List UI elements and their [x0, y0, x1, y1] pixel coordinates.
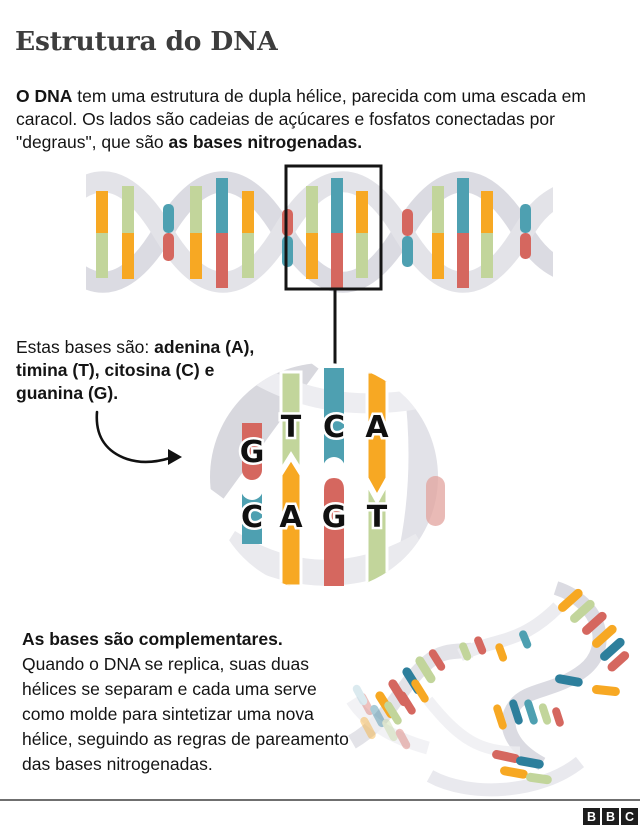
base-letter: G	[322, 500, 347, 535]
bases-paragraph: Estas bases são: adenina (A), timina (T)…	[16, 336, 258, 405]
bbc-logo-block: B	[583, 808, 600, 825]
bbc-logo-block: C	[621, 808, 638, 825]
complementary-bold-lead: As bases são complementares.	[22, 629, 283, 649]
curved-arrow	[95, 410, 182, 465]
base-letter: A	[365, 410, 389, 445]
intro-text: tem uma estrutura de dupla hélice, parec…	[16, 86, 586, 152]
helix-base-pairs	[96, 178, 531, 288]
base-pair-C-G	[323, 368, 345, 586]
intro-paragraph: O DNA tem uma estrutura de dupla hélice,…	[16, 85, 588, 154]
bbc-logo-block: B	[602, 808, 619, 825]
base-pair-G-C	[241, 423, 263, 544]
decoration-bars-middle	[493, 699, 564, 730]
base-pair-T-A	[279, 370, 303, 588]
base-letter: A	[279, 500, 303, 535]
decoration-bars-right	[555, 588, 630, 696]
base-letter: G	[240, 435, 265, 470]
highlight-box	[284, 164, 383, 291]
dna-decoration	[346, 581, 630, 797]
bases-bold: adenina (A), timina (T), citosina (C) e …	[16, 337, 255, 403]
intro-bold-lead: O DNA	[16, 86, 73, 106]
bases-lead: Estas bases são:	[16, 337, 155, 357]
bbc-logo: B B C	[583, 808, 638, 825]
base-letter: T	[367, 500, 388, 535]
decoration-bars-top	[459, 630, 532, 662]
complementary-text: Quando o DNA se replica, suas duas hélic…	[22, 654, 349, 774]
base-pair-A-T	[365, 370, 389, 588]
intro-bold-end: as bases nitrogenadas.	[168, 132, 363, 152]
base-letter: C	[323, 410, 345, 445]
footer-divider	[0, 799, 640, 801]
base-letter: T	[281, 410, 302, 445]
page-title: Estrutura do DNA	[15, 26, 278, 57]
decoration-bars-bottom	[492, 750, 552, 785]
decoration-bars-left	[375, 649, 446, 725]
complementary-paragraph: As bases são complementares. Quando o DNA…	[22, 627, 362, 777]
base-letter: C	[241, 500, 263, 535]
